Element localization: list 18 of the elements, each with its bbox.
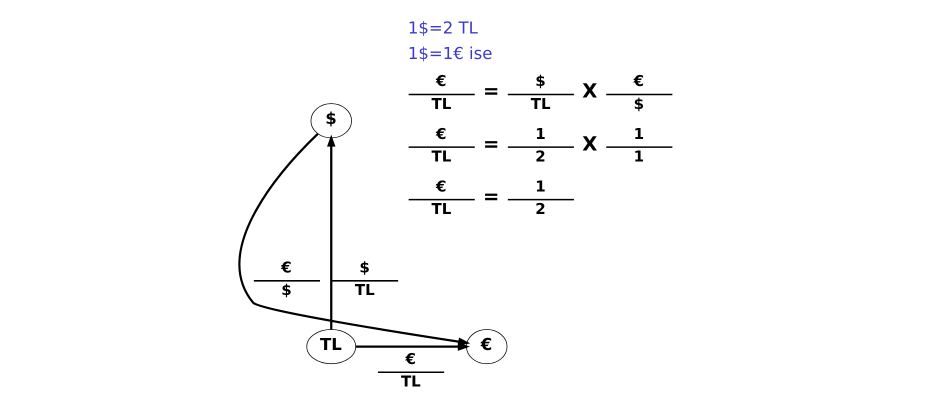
- label: € $: [633, 72, 644, 113]
- label: =: [482, 184, 499, 208]
- label: € TL: [431, 177, 451, 218]
- label: 1$=2 TL: [407, 18, 478, 38]
- label: 1 2: [534, 177, 546, 218]
- label: 1 1: [633, 124, 644, 166]
- label: =: [482, 132, 499, 156]
- label: $ TL: [530, 72, 550, 113]
- edge-label: € TL: [400, 350, 420, 390]
- label: X: [582, 132, 597, 156]
- label: =: [482, 80, 499, 103]
- label: € TL: [431, 72, 451, 113]
- edge-label: $ TL: [354, 258, 374, 300]
- edge-label: € $: [280, 258, 292, 300]
- label: € TL: [431, 124, 451, 166]
- label: 1$=1€ ise: [407, 44, 492, 63]
- label: 1 2: [534, 124, 546, 166]
- label: X: [582, 80, 597, 103]
